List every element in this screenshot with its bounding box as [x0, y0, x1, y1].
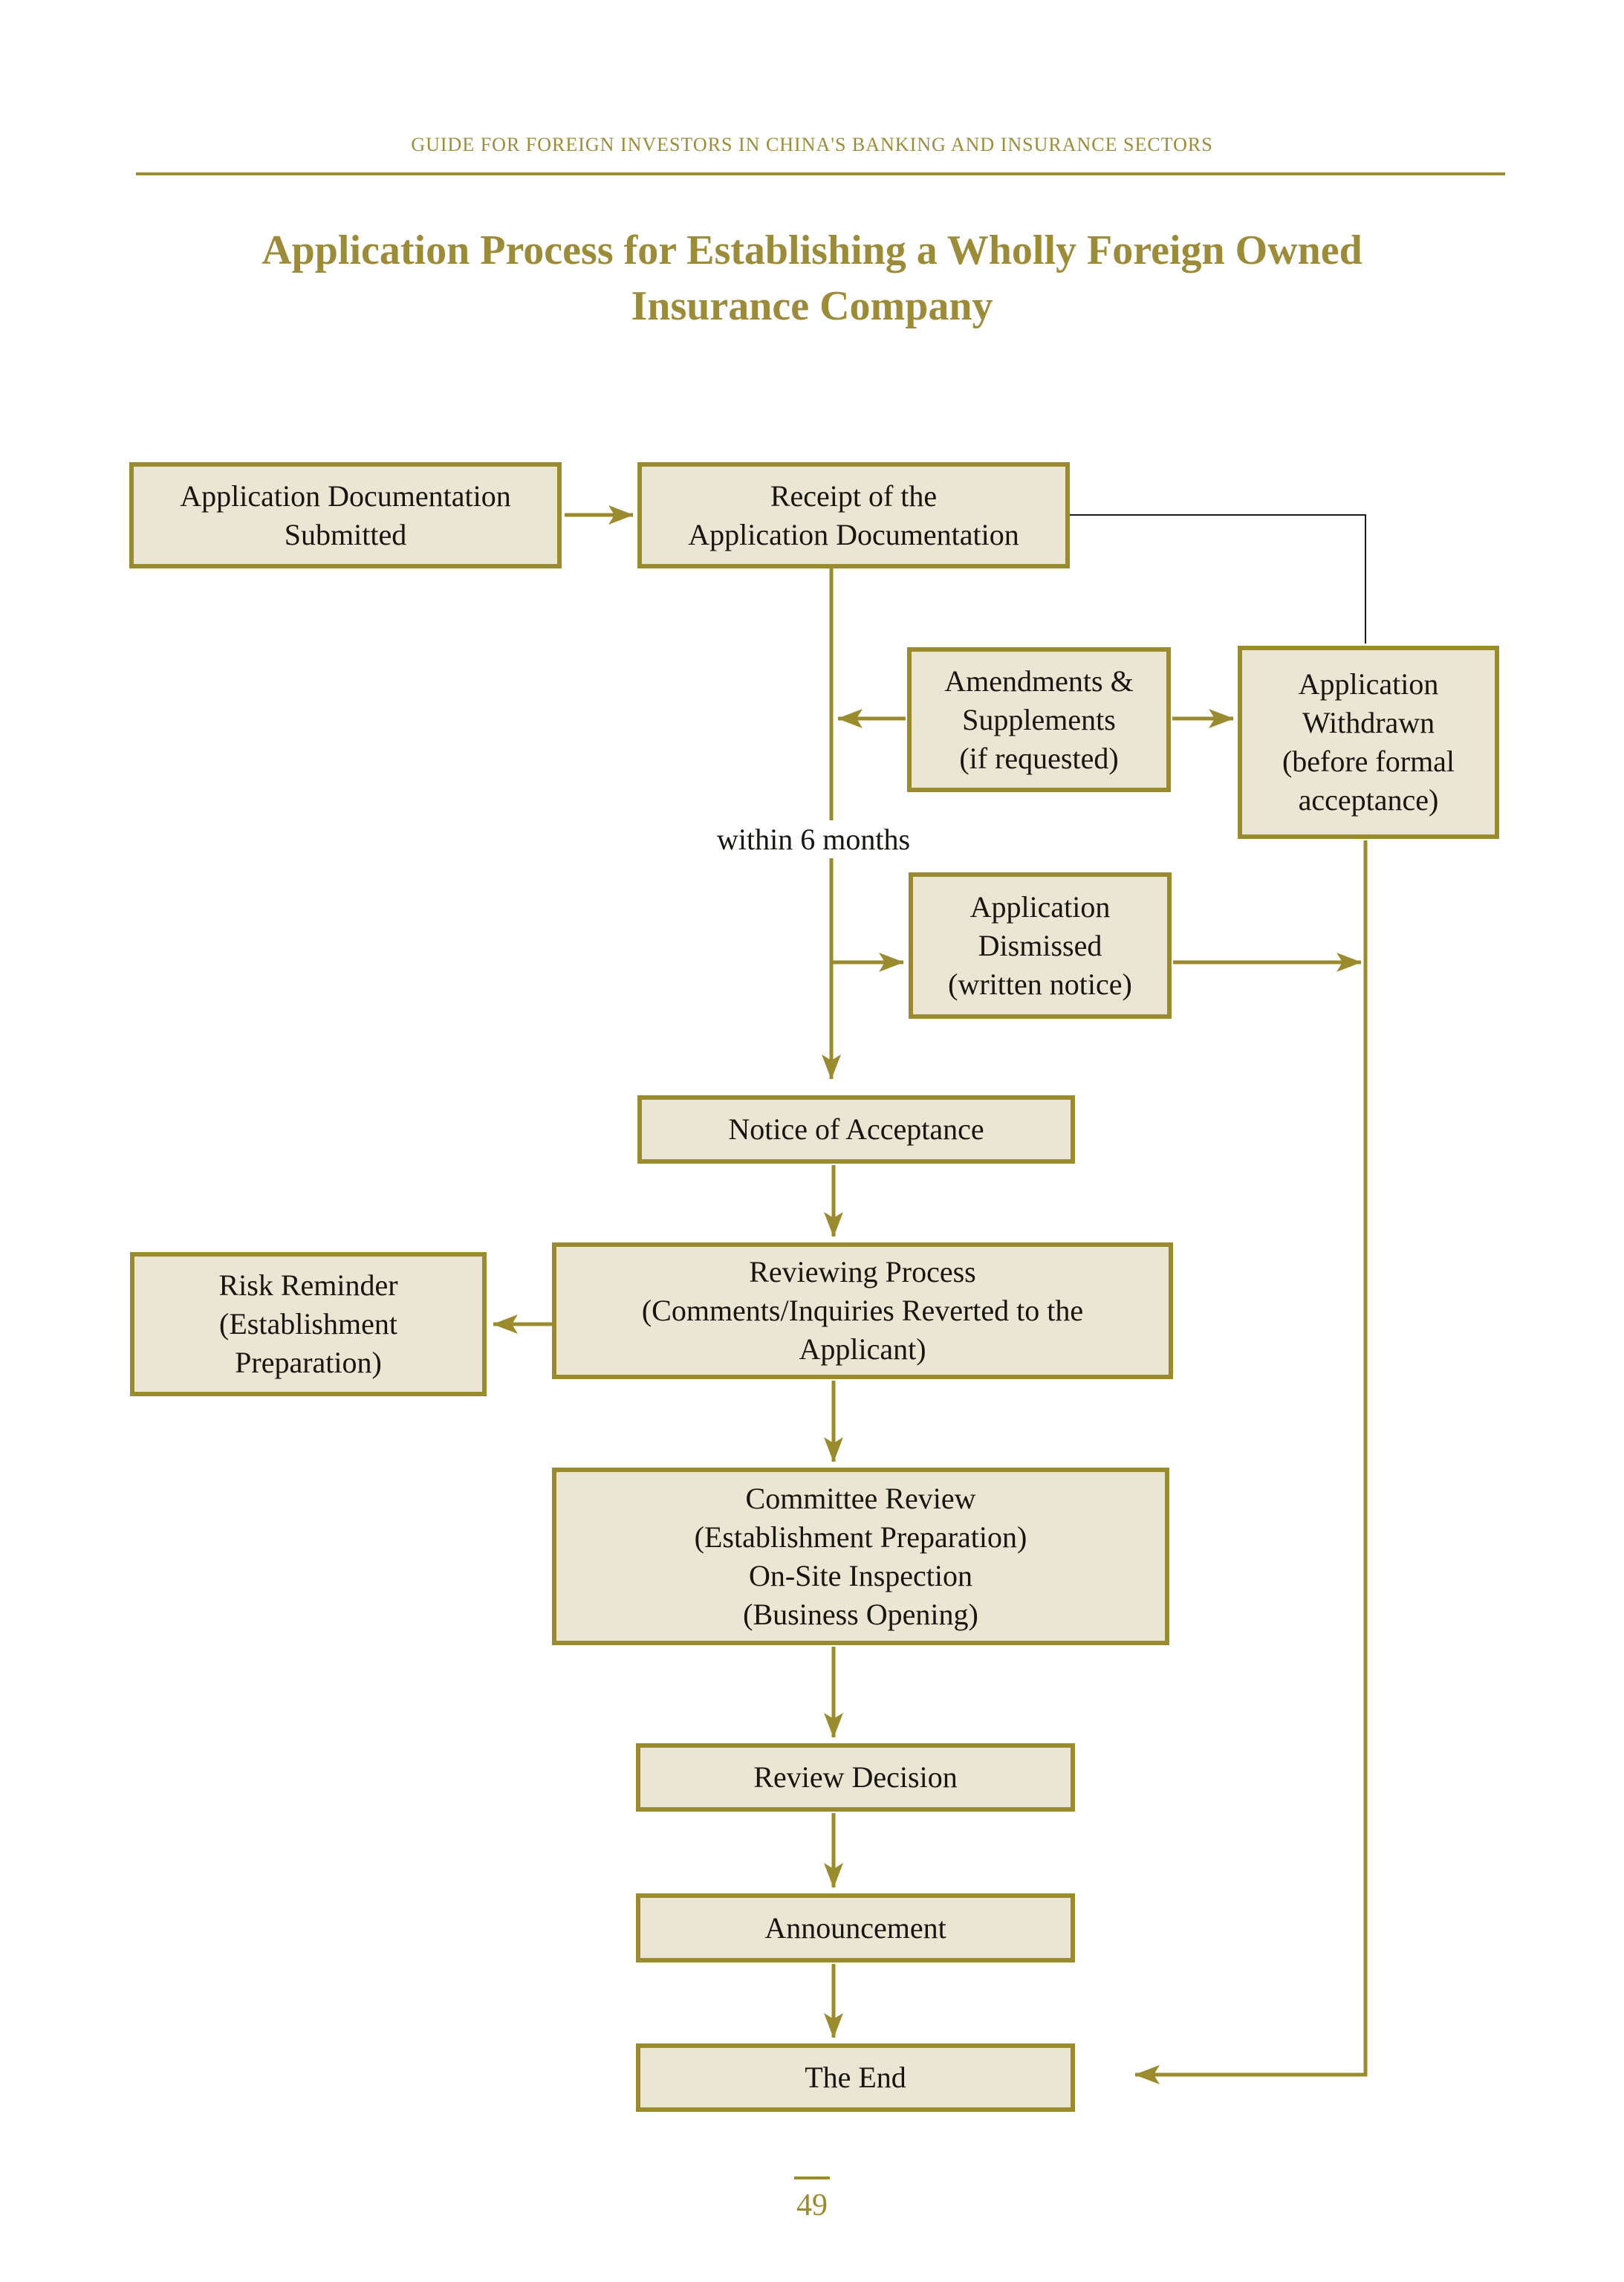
node-the-end: The End [636, 2043, 1075, 2112]
node-label: Amendments & Supplements (if requested) [944, 664, 1134, 775]
node-application-dismissed: Application Dismissed (written notice) [909, 872, 1172, 1019]
node-review-decision: Review Decision [636, 1743, 1075, 1812]
node-label: Notice of Acceptance [728, 1112, 984, 1146]
connector-withdrawn-to-end [1134, 840, 1368, 2084]
node-reviewing-process: Reviewing Process (Comments/Inquiries Re… [552, 1242, 1173, 1379]
node-label: Risk Reminder (Establishment Preparation… [218, 1268, 398, 1379]
page-number: 49 [796, 2188, 828, 2223]
node-risk-reminder: Risk Reminder (Establishment Preparation… [130, 1252, 487, 1396]
node-committee-review: Committee Review (Establishment Preparat… [552, 1468, 1169, 1645]
node-receipt-of-application-documentation: Receipt of the Application Documentation [637, 462, 1070, 568]
node-application-documentation-submitted: Application Documentation Submitted [129, 462, 562, 568]
node-label: Application Withdrawn (before formal acc… [1282, 667, 1455, 817]
label-within-6-months: within 6 months [709, 820, 918, 858]
node-label: Review Decision [753, 1760, 958, 1794]
page-header: GUIDE FOR FOREIGN INVESTORS IN CHINA'S B… [411, 134, 1213, 155]
node-label: Application Documentation Submitted [180, 479, 511, 551]
node-announcement: Announcement [636, 1893, 1075, 1962]
node-label: The End [805, 2061, 906, 2094]
header-rule [136, 172, 1505, 175]
node-notice-of-acceptance: Notice of Acceptance [637, 1095, 1075, 1164]
node-amendments-supplements: Amendments & Supplements (if requested) [907, 647, 1171, 792]
footer-rule [794, 2176, 830, 2179]
node-label: Receipt of the Application Documentation [688, 479, 1019, 551]
node-label: Announcement [764, 1910, 946, 1945]
node-label: Committee Review (Establishment Preparat… [694, 1481, 1027, 1631]
node-label: Reviewing Process (Comments/Inquiries Re… [641, 1255, 1084, 1366]
page-title: Application Process for Establishing a W… [262, 227, 1362, 329]
node-label: Application Dismissed (written notice) [948, 889, 1132, 1001]
node-application-withdrawn: Application Withdrawn (before formal acc… [1238, 646, 1499, 839]
connector-receipt-to-withdrawn [1070, 514, 1366, 644]
